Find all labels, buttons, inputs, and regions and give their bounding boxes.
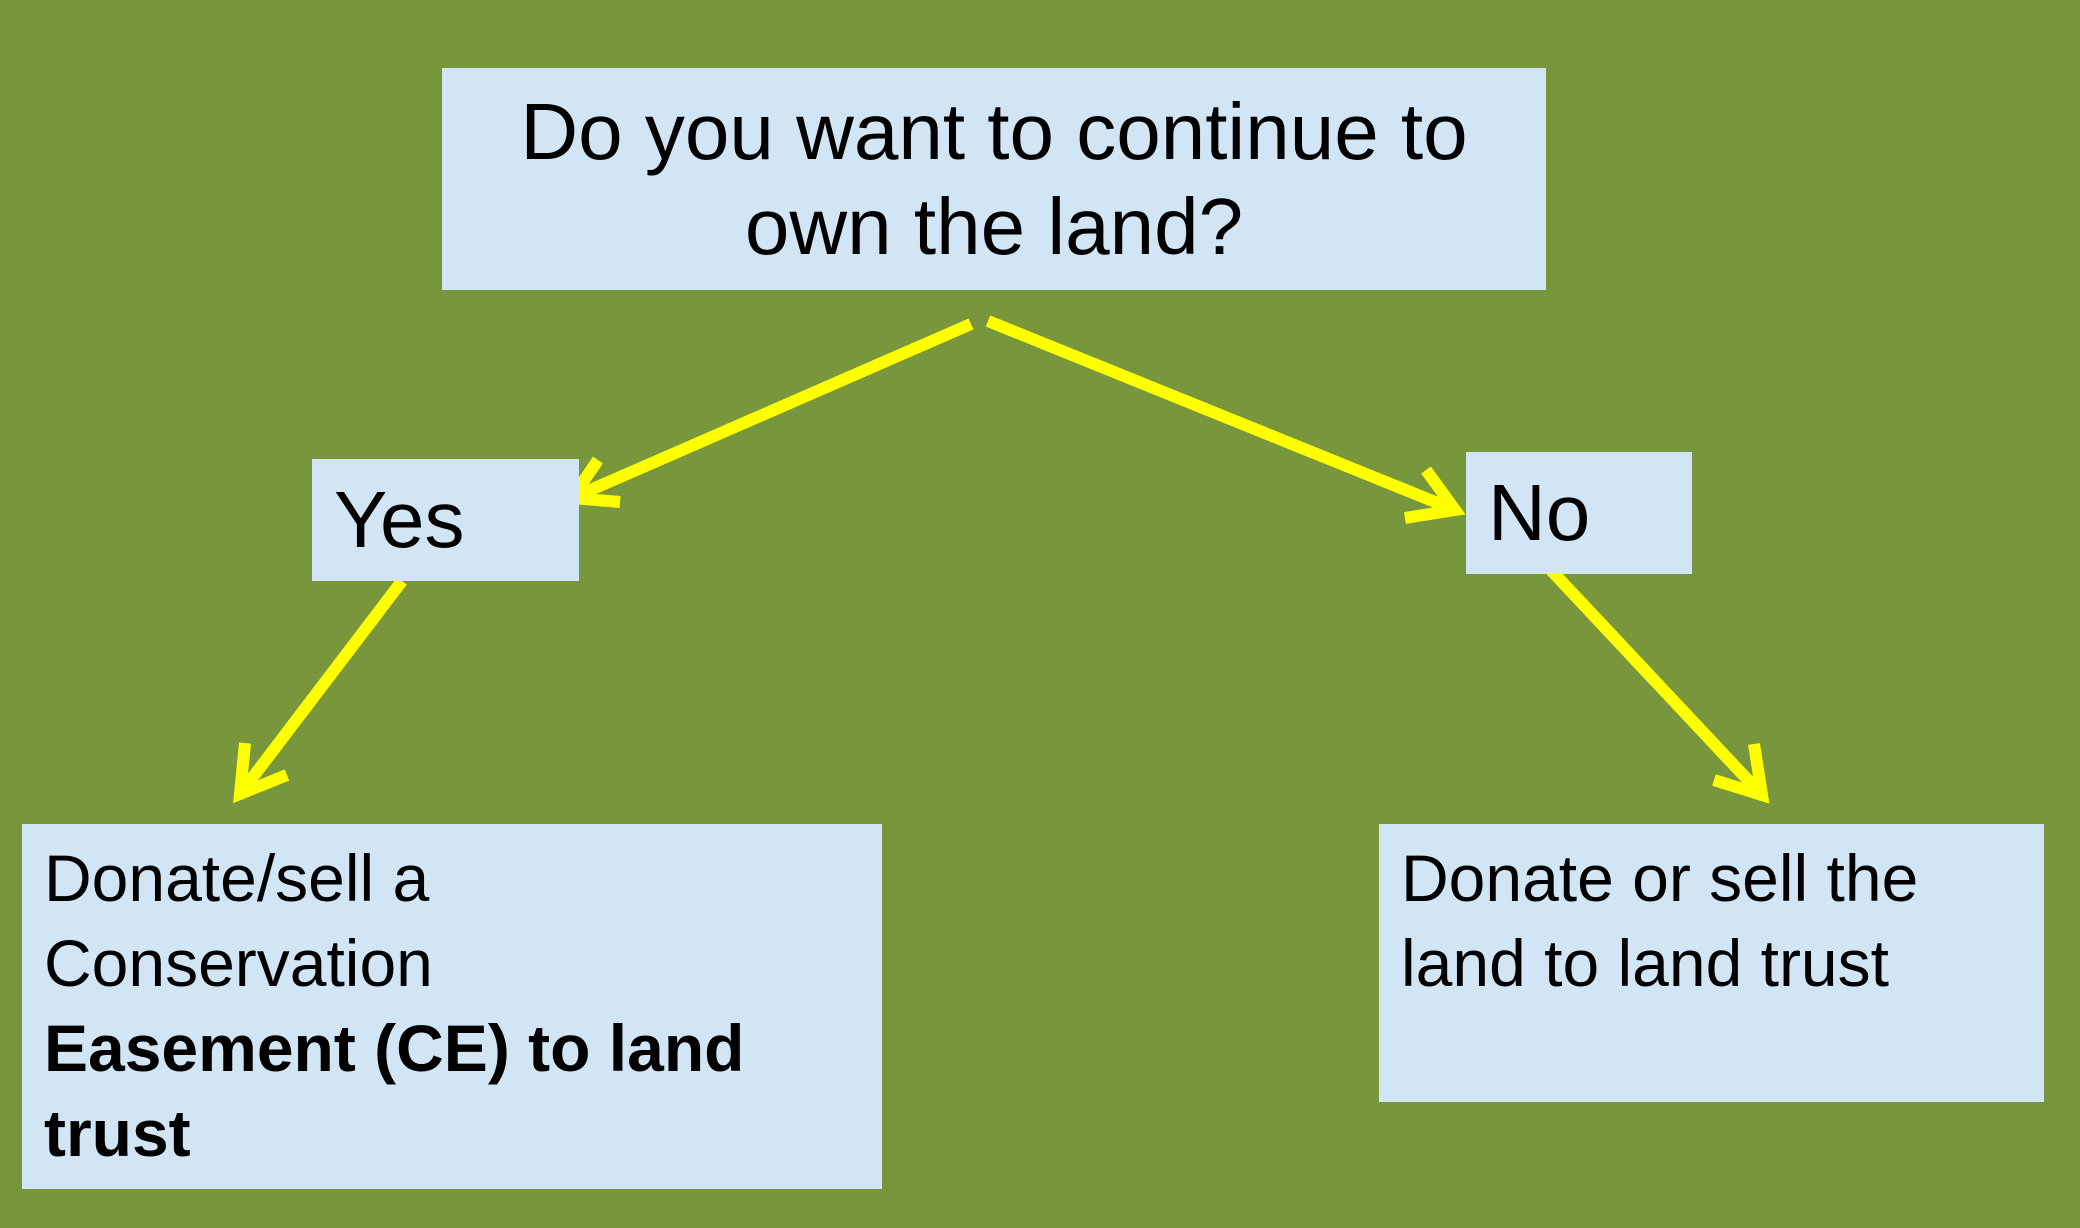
arrow-no-to-right-result [1543, 562, 1767, 800]
right-result-text: Donate or sell the land to land trust [1401, 841, 1919, 1000]
no-box: No [1466, 452, 1692, 574]
left-result-line-4: trust [44, 1096, 191, 1170]
no-label: No [1488, 468, 1591, 557]
yes-box: Yes [312, 459, 579, 581]
arrowhead-no [1404, 466, 1466, 524]
arrowhead-left-result [233, 742, 290, 804]
left-result-line-1: Donate/sell a [44, 841, 430, 915]
arrow-question-to-no [985, 315, 1458, 516]
question-box: Do you want to continue to own the land? [442, 68, 1546, 290]
question-text: Do you want to continue to own the land? [520, 87, 1468, 271]
arrow-question-to-yes [569, 318, 974, 504]
arrowhead-right-result [1712, 743, 1770, 804]
arrow-yes-to-left-result [235, 577, 407, 798]
left-result-line-2: Conservation [44, 926, 433, 1000]
sell-land-box: Donate or sell the land to land trust [1379, 824, 2044, 1102]
conservation-easement-box: Donate/sell a Conservation Easement (CE)… [22, 824, 882, 1189]
left-result-line-3: Easement (CE) to land [44, 1011, 745, 1085]
yes-label: Yes [334, 475, 465, 564]
